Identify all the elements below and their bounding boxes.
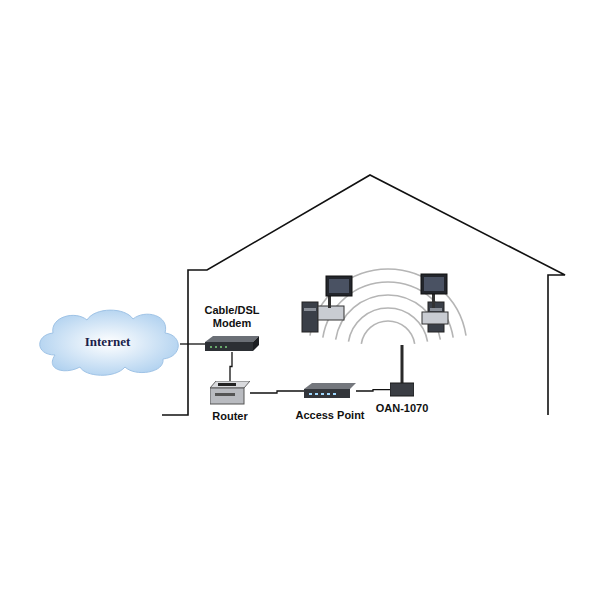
access-point-device bbox=[304, 383, 356, 399]
cable-line bbox=[230, 352, 232, 381]
device-label: Access Point bbox=[295, 409, 364, 422]
network-device: Cable/DSL Modem bbox=[197, 304, 267, 352]
internet-cloud: Internet bbox=[35, 305, 180, 377]
computer bbox=[302, 276, 352, 332]
router-device bbox=[210, 381, 250, 405]
network-device: OAN-1070 bbox=[376, 345, 429, 415]
cable-line bbox=[250, 391, 304, 393]
node-label: Internet bbox=[85, 335, 131, 348]
antenna-device bbox=[390, 345, 414, 397]
wifi-arc bbox=[310, 269, 466, 336]
device-label: Router bbox=[212, 410, 247, 423]
wifi-arc bbox=[348, 308, 427, 342]
device-label: Cable/DSL Modem bbox=[197, 304, 267, 330]
house-outline bbox=[162, 175, 565, 415]
cable-line bbox=[356, 390, 390, 391]
wifi-arc bbox=[361, 321, 414, 344]
network-device: Router bbox=[210, 381, 250, 423]
computer bbox=[421, 274, 448, 332]
network-device: Access Point bbox=[295, 383, 364, 422]
device-label: OAN-1070 bbox=[376, 402, 429, 415]
wifi-waves bbox=[310, 269, 466, 344]
modem-device bbox=[205, 336, 259, 352]
cable-line bbox=[180, 343, 205, 344]
